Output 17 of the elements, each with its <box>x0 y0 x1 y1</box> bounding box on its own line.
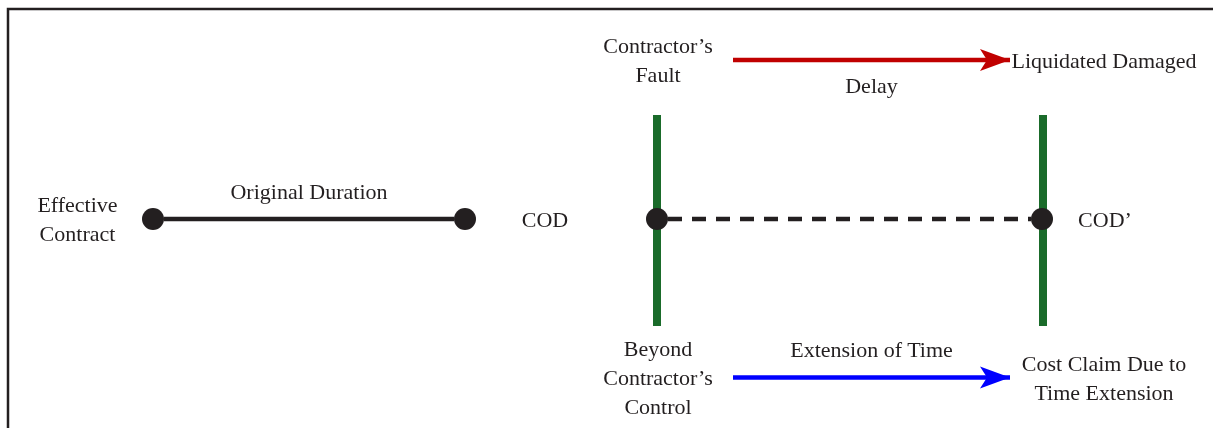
label-text: Beyond Contractor’s Control <box>583 334 733 421</box>
label-text: COD’ <box>1075 204 1135 234</box>
label-text: Liquidated Damaged <box>1010 31 1198 89</box>
point-dot <box>142 208 164 230</box>
label-text: Effective Contract <box>20 190 135 248</box>
point-dot <box>454 208 476 230</box>
arrow <box>733 49 1010 71</box>
label-text: Cost Claim Due to Time Extension <box>1010 334 1198 421</box>
dashed-line <box>668 216 1031 222</box>
point-dot <box>646 208 668 230</box>
connector-line <box>164 216 454 222</box>
milestone-bar <box>1039 115 1047 326</box>
label-text: COD <box>515 204 575 234</box>
arrow <box>733 366 1010 389</box>
point-dot <box>1031 208 1053 230</box>
label-text: Contractor’s Fault <box>583 31 733 89</box>
milestone-bar <box>653 115 661 326</box>
